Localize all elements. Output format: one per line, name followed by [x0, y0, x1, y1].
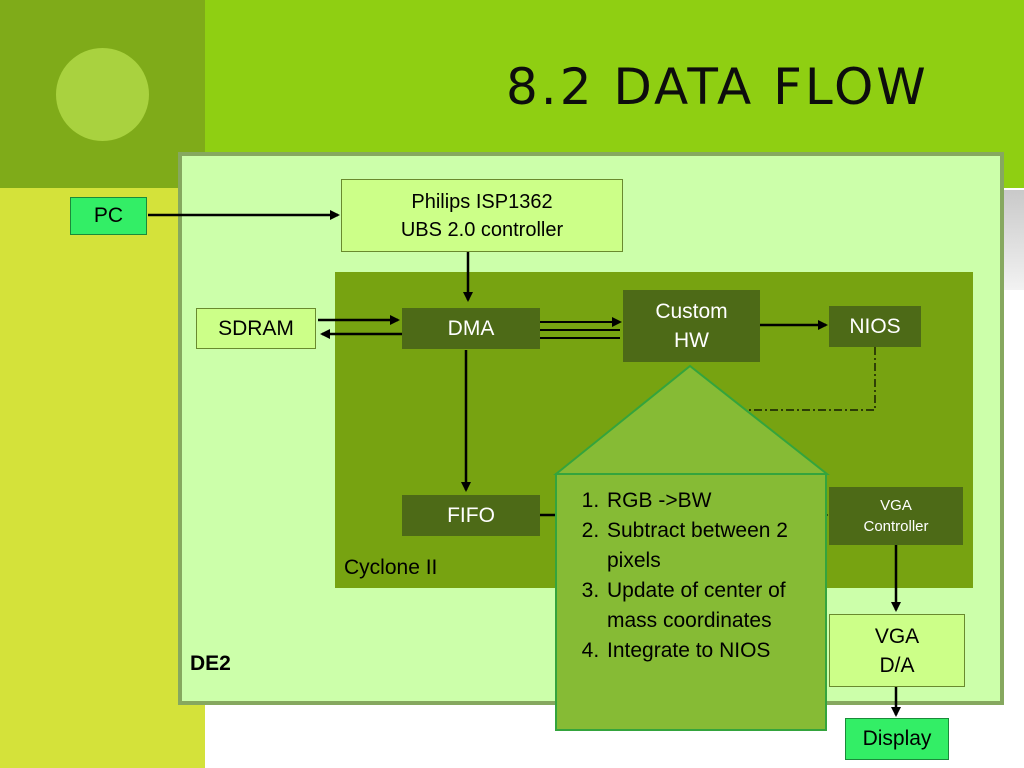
- decorative-circle: [56, 48, 149, 141]
- callout-item: RGB ->BW: [605, 486, 825, 516]
- cyclone-label: Cyclone II: [344, 556, 438, 579]
- callout-item: Integrate to NIOS: [605, 636, 825, 666]
- usb-label-line2: UBS 2.0 controller: [400, 218, 564, 241]
- vga-da-node: VGA D/A: [829, 614, 965, 687]
- custom-label-line2: HW: [674, 329, 709, 352]
- usb-label-line1: Philips ISP1362: [411, 190, 553, 213]
- callout-item: Update of center of mass coordinates: [605, 576, 825, 636]
- nios-node: NIOS: [829, 306, 921, 347]
- dma-node: DMA: [402, 308, 540, 349]
- display-node: Display: [845, 718, 949, 760]
- fifo-label: FIFO: [447, 503, 495, 527]
- callout-item: Subtract between 2 pixels: [605, 516, 825, 576]
- custom-label-line1: Custom: [655, 300, 728, 323]
- callout-box: RGB ->BW Subtract between 2 pixels Updat…: [555, 473, 827, 731]
- display-label: Display: [862, 727, 932, 750]
- dma-label: DMA: [447, 316, 495, 340]
- slide-title: 8.2 DATA FLOW: [506, 58, 929, 116]
- vga-controller-node: VGA Controller: [829, 487, 963, 545]
- shadow-strip: [1001, 190, 1024, 290]
- vga-ctrl-label-line1: VGA: [880, 497, 912, 514]
- callout-list: RGB ->BW Subtract between 2 pixels Updat…: [557, 475, 825, 666]
- vga-da-label-line2: D/A: [879, 653, 915, 677]
- sdram-node: SDRAM: [196, 308, 316, 349]
- usb-controller-node: Philips ISP1362 UBS 2.0 controller: [341, 179, 623, 252]
- de2-label: DE2: [190, 652, 231, 675]
- vga-da-label-line1: VGA: [874, 624, 920, 648]
- fifo-node: FIFO: [402, 495, 540, 536]
- vga-ctrl-label-line2: Controller: [863, 518, 929, 535]
- sdram-label: SDRAM: [218, 316, 294, 340]
- custom-hw-node: Custom HW: [623, 290, 760, 362]
- pc-node: PC: [70, 197, 147, 235]
- pc-label: PC: [93, 204, 124, 227]
- nios-label: NIOS: [849, 314, 901, 338]
